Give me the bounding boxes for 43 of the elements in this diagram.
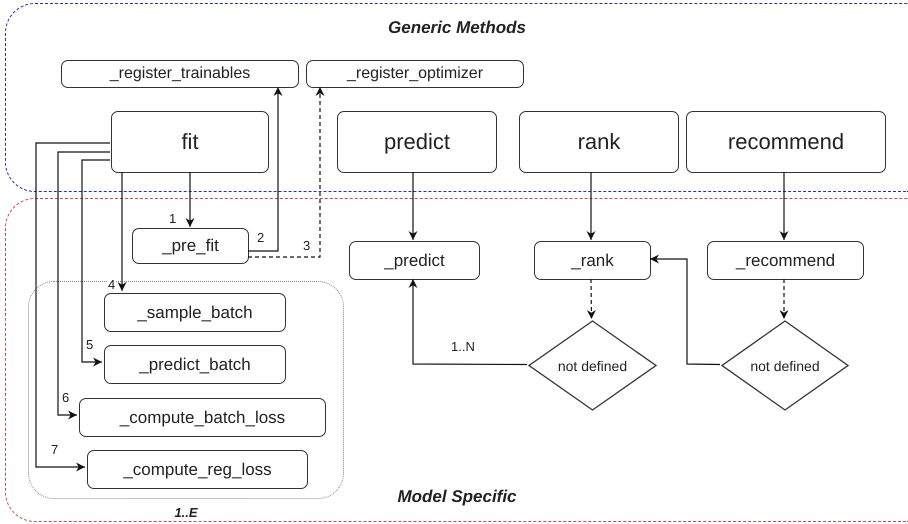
- method-box: _recommend: [707, 241, 864, 280]
- dashed-arrow: [586, 279, 596, 319]
- edge-label: 4: [107, 278, 116, 292]
- method-box: fit: [111, 111, 269, 173]
- region-band: [5, 198, 908, 522]
- method-box: _predict: [349, 241, 480, 280]
- method-box: _pre_fit: [132, 228, 249, 264]
- method-box: _register_optimizer: [306, 60, 524, 88]
- region-title: Model Specific: [396, 487, 518, 507]
- method-box: _predict_batch: [104, 345, 286, 384]
- edge-label: 3: [302, 239, 312, 253]
- edge-label: 6: [61, 391, 70, 405]
- arrow: [118, 172, 126, 291]
- arrow: [81, 159, 110, 366]
- arrow: [650, 254, 720, 366]
- edge-label: 1..N: [450, 340, 476, 354]
- decision-text: not defined: [558, 358, 628, 374]
- method-box: _compute_batch_loss: [79, 398, 326, 437]
- edge-label: 5: [85, 338, 94, 352]
- edge-label: 7: [50, 443, 60, 457]
- edge-label: 1: [168, 212, 178, 226]
- method-box: _rank: [534, 241, 651, 280]
- decision-text: not defined: [750, 358, 820, 374]
- arrow: [57, 151, 110, 420]
- method-box: recommend: [686, 111, 886, 173]
- arrow: [35, 142, 110, 472]
- edge-label: 2: [256, 231, 266, 245]
- arrow: [248, 87, 282, 252]
- dashed-arrow: [248, 87, 324, 258]
- arrow: [586, 172, 596, 240]
- method-box: predict: [337, 111, 497, 173]
- loop-label: 1..E: [173, 505, 199, 520]
- region-band: [5, 3, 908, 192]
- arrow: [408, 172, 418, 240]
- method-box: _compute_reg_loss: [87, 450, 308, 489]
- region-title: Generic Methods: [387, 18, 527, 38]
- method-box: _register_trainables: [61, 60, 299, 88]
- arrow: [408, 279, 527, 366]
- arrow: [780, 172, 788, 240]
- method-box: rank: [519, 111, 679, 173]
- method-box: _sample_batch: [104, 293, 286, 332]
- dashed-arrow: [780, 279, 788, 319]
- arrow: [186, 172, 194, 227]
